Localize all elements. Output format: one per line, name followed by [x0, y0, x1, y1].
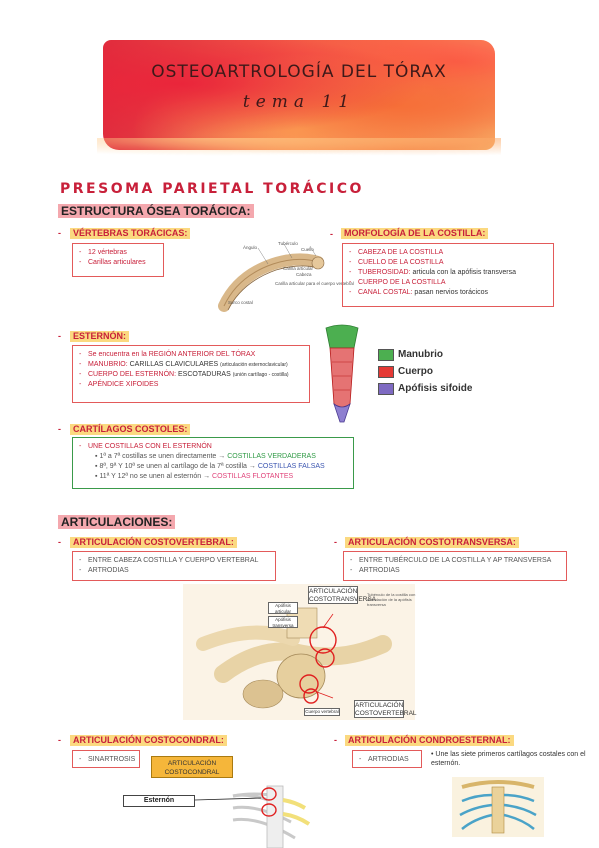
- cartilagos-box: -UNE COSTILLAS CON EL ESTERNÓN ▪ 1ª a 7ª…: [72, 437, 354, 489]
- list-item: -TUBEROSIDAD: articula con la apófisis t…: [349, 269, 516, 276]
- figure-box-costocondral: ARTICULACIÓN COSTOCONDRAL: [151, 756, 233, 778]
- sternum-legend: Manubrio Cuerpo Apófisis sifoide: [378, 346, 472, 397]
- rib-label-carillas: Carilla articular para el cuerpo vertebr…: [275, 281, 354, 286]
- header-banner: OSTEOARTROLOGÍA DEL TÓRAX tema 11: [97, 40, 501, 156]
- list-item: -ARTRODIAS: [350, 567, 400, 574]
- costocondral-box: -SINARTROSIS: [72, 750, 140, 768]
- list-item: -12 vértebras: [79, 249, 127, 256]
- joint-illustration: [183, 584, 415, 720]
- subtitle-costocondral: ARTICULACIÓN COSTOCONDRAL:: [70, 735, 227, 746]
- main-heading: PRESOMA PARIETAL TORÁCICO: [60, 181, 364, 197]
- subtitle-esternon: ESTERNÓN:: [70, 331, 130, 342]
- dash-marker: -: [58, 424, 61, 434]
- list-item: -CANAL COSTAL: pasan nervios torácicos: [349, 289, 488, 296]
- legend-item: Manubrio: [378, 346, 472, 363]
- section-title-bone: ESTRUCTURA ÓSEA TORÁCICA:: [58, 204, 254, 218]
- condroesternal-illustration: [452, 777, 544, 837]
- list-item: -Se encuentra en la REGIÓN ANTERIOR DEL …: [79, 351, 256, 358]
- figure-note-right: Tubérculo de la costilla con articulació…: [367, 592, 416, 607]
- dash-marker: -: [334, 735, 337, 745]
- page-subtitle: tema 11: [242, 92, 356, 112]
- list-item: -SINARTROSIS: [79, 756, 136, 763]
- condroesternal-note: • Une las siete primeros cartílagos cost…: [431, 751, 586, 767]
- list-item: ▪ 11ª Y 12ª no se unen al esternón → COS…: [95, 473, 294, 480]
- list-item: -CABEZA DE LA COSTILLA: [349, 249, 444, 256]
- subtitle-costotransversa: ARTICULACIÓN COSTOTRANSVERSA:: [345, 537, 519, 548]
- dash-marker: -: [58, 735, 61, 745]
- costocondral-illustration: [194, 785, 311, 848]
- list-item: -MANUBRIO: CARILLAS CLAVICULARES (articu…: [79, 361, 288, 368]
- morfologia-box: -CABEZA DE LA COSTILLA -CUELLO DE LA COS…: [342, 243, 554, 307]
- list-item: -ARTRODIAS: [359, 756, 409, 763]
- list-item: -ENTRE TUBÉRCULO DE LA COSTILLA Y AP TRA…: [350, 557, 552, 564]
- dash-marker: -: [58, 537, 61, 547]
- subtitle-condroesternal: ARTICULACIÓN CONDROESTERNAL:: [345, 735, 514, 746]
- list-item: -CUERPO DEL ESTERNÓN: ESCOTADURAS (unión…: [79, 371, 289, 378]
- section-title-joints: ARTICULACIONES:: [58, 515, 176, 529]
- figure-box-costovertebral: ARTICULACIÓN COSTOVERTEBRAL: [354, 700, 417, 718]
- subtitle-vertebras: VÉRTEBRAS TORÁCICAS:: [70, 228, 191, 239]
- rib-label-tuberculo: Tubérculo: [278, 241, 298, 246]
- legend-item: Cuerpo: [378, 363, 472, 380]
- dash-marker: -: [334, 537, 337, 547]
- rib-illustration: [218, 243, 325, 312]
- dash-marker: -: [58, 331, 61, 341]
- sternum-illustration: [325, 324, 359, 423]
- figure-box-costotransversa: ARTICULACIÓN COSTOTRANSVERSA: [308, 586, 377, 604]
- figure-label-esternon: Esternón: [123, 795, 195, 807]
- figure-label-apofisis-articular: Apófisis articular: [268, 602, 298, 614]
- legend-swatch: [378, 382, 394, 395]
- rib-label-carilla: Carilla articular: [283, 266, 314, 271]
- list-item: -CUERPO DE LA COSTILLA: [349, 279, 446, 286]
- dash-marker: -: [330, 229, 333, 239]
- list-item: -Carillas articulares: [79, 259, 146, 266]
- list-item: -ARTRODIAS: [79, 567, 129, 574]
- list-item: -CUELLO DE LA COSTILLA: [349, 259, 444, 266]
- costovertebral-box: -ENTRE CABEZA COSTILLA Y CUERPO VERTEBRA…: [72, 551, 276, 581]
- subtitle-costovertebral: ARTICULACIÓN COSTOVERTEBRAL:: [70, 537, 237, 548]
- rib-label-cabeza: Cabeza: [296, 272, 312, 277]
- list-item: -APÉNDICE XIFOIDES: [79, 381, 159, 388]
- figure-label-cuerpo-vertebral: Cuerpo vertebral: [304, 708, 340, 716]
- costotransversa-box: -ENTRE TUBÉRCULO DE LA COSTILLA Y AP TRA…: [343, 551, 567, 581]
- page-title: OSTEOARTROLOGÍA DEL TÓRAX: [151, 62, 447, 82]
- list-item: -ENTRE CABEZA COSTILLA Y CUERPO VERTEBRA…: [79, 557, 259, 564]
- legend-item: Apófisis sifoide: [378, 380, 472, 397]
- subtitle-cartilagos: CARTÍLAGOS COSTOLES:: [70, 424, 191, 435]
- dash-marker: -: [58, 228, 61, 238]
- rib-label-surco: Surco costal: [228, 300, 253, 305]
- esternon-box: -Se encuentra en la REGIÓN ANTERIOR DEL …: [72, 345, 310, 403]
- figure-label-apofisis-transversa: Apófisis transversa: [268, 616, 298, 628]
- rib-label-angulo: Ángulo: [243, 245, 258, 250]
- legend-swatch: [378, 348, 394, 361]
- list-item: ▪ 8ª, 9ª Y 10ª se unen al cartílago de l…: [95, 463, 325, 470]
- rib-label-cuello: Cuello: [301, 247, 314, 252]
- legend-swatch: [378, 365, 394, 378]
- subtitle-morfologia: MORFOLOGÍA DE LA COSTILLA:: [341, 228, 489, 239]
- condroesternal-box: -ARTRODIAS: [352, 750, 422, 768]
- vertebras-box: -12 vértebras -Carillas articulares: [72, 243, 164, 277]
- list-item: ▪ 1ª a 7ª costillas se unen directamente…: [95, 453, 316, 460]
- list-item: -UNE COSTILLAS CON EL ESTERNÓN: [79, 443, 212, 450]
